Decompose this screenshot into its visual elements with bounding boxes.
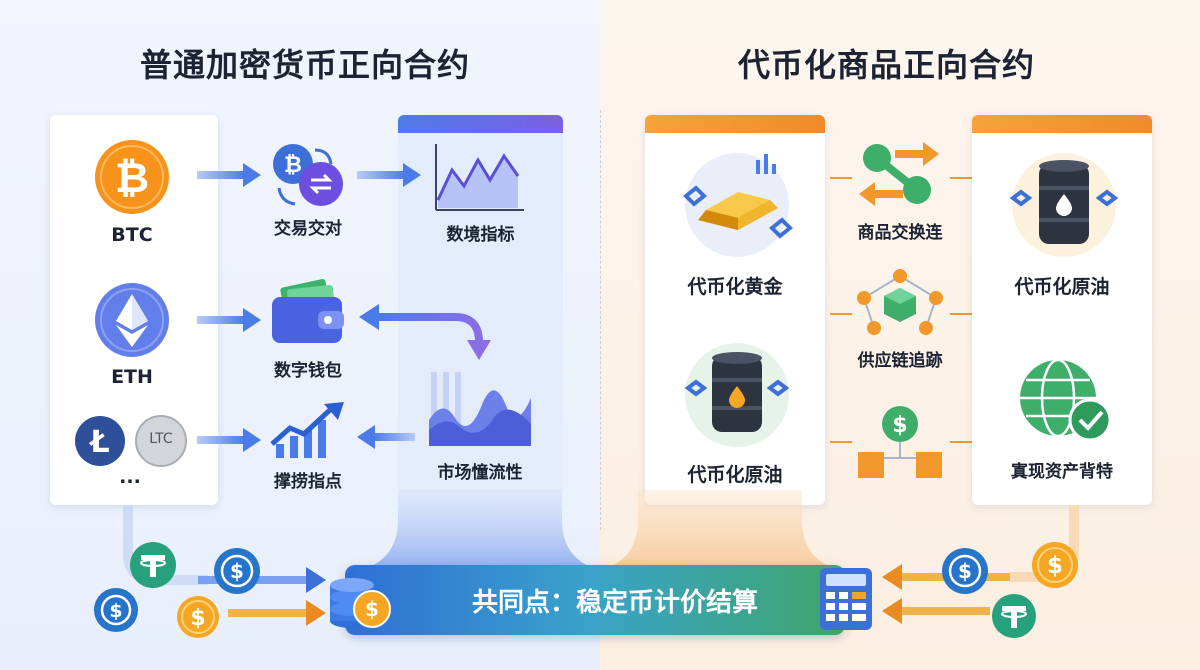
area-chart-icon	[429, 372, 531, 446]
svg-text:₿: ₿	[115, 153, 149, 202]
dollar-coin-icon: $	[177, 596, 219, 638]
svg-text:$: $	[190, 606, 205, 631]
left-title: 普通加密货币正向合约	[140, 46, 471, 84]
metrics-column-bar	[398, 115, 563, 133]
svg-text:Ł: Ł	[88, 425, 109, 460]
oil-barrel-icon	[1009, 153, 1119, 257]
svg-text:$: $	[109, 600, 122, 622]
middle-label-swap: 商品交换连	[857, 223, 943, 243]
liquidity-label: 市场憧流性	[437, 463, 523, 483]
right-title: 代币化商品正向合约	[738, 46, 1036, 84]
asset-label-gold: 代币化黄金	[687, 276, 783, 298]
swap-nodes-icon	[859, 142, 939, 206]
asset-label-oil: 代币化原油	[687, 464, 783, 486]
arrow-right-icon	[197, 163, 261, 187]
trend-up-icon	[270, 402, 344, 458]
network-icon	[857, 269, 943, 335]
ethereum-icon	[95, 283, 169, 357]
coin-label-ltc: LTC	[149, 431, 173, 447]
middle-label-supply: 供应链追跡	[857, 351, 943, 371]
center-divider	[600, 110, 601, 530]
left-funnel	[360, 490, 600, 570]
dollar-network-icon: $	[858, 406, 942, 478]
tether-icon	[992, 594, 1036, 638]
coin-label-eth: ETH	[111, 366, 153, 388]
gold-bar-icon	[683, 153, 793, 257]
usdc-icon: $	[214, 548, 260, 594]
wallet-icon	[272, 279, 344, 343]
dollar-coin-icon: $	[1032, 542, 1078, 588]
more-coins: ...	[119, 466, 141, 488]
svg-text:$: $	[892, 413, 907, 438]
arrow-right-icon	[357, 163, 421, 187]
middle-label-exchange: 交易交对	[274, 219, 342, 239]
middle-label-trend: 撑捞指点	[274, 472, 342, 492]
side-label-oil: 代币化原油	[1014, 276, 1110, 298]
usdc-icon: $	[94, 588, 138, 632]
exchange-coins-icon: ₿	[273, 144, 343, 206]
line-chart-icon	[435, 144, 524, 211]
oil-barrel-icon	[684, 343, 790, 447]
globe-check-icon	[1020, 358, 1112, 442]
svg-text:$: $	[365, 597, 379, 621]
curved-arrow-icon	[359, 304, 491, 360]
coin-stack-icon: $	[330, 578, 391, 628]
calculator-icon	[820, 568, 872, 630]
common-point-text: 共同点：稳定币计价结算	[471, 588, 758, 618]
svg-text:$: $	[1047, 553, 1063, 579]
tether-icon	[130, 542, 176, 588]
connector-lines	[830, 177, 972, 443]
right-funnel	[600, 490, 840, 570]
svg-text:₿: ₿	[284, 153, 302, 178]
metrics-label: 数境指标	[446, 225, 515, 245]
arrow-right-icon	[197, 428, 261, 452]
middle-label-wallet: 数字钱包	[274, 361, 342, 381]
usdc-icon: $	[942, 548, 988, 594]
litecoin-icon: Ł	[75, 416, 125, 466]
common-point-banner: 共同点：稳定币计价结算	[345, 565, 845, 635]
bitcoin-icon: ₿	[95, 140, 169, 214]
svg-text:$: $	[230, 559, 244, 583]
arrow-right-icon	[197, 308, 261, 332]
litecoin-grey-icon	[135, 415, 187, 467]
side-label-backed: 寘现资产背特	[1011, 462, 1113, 482]
svg-text:$: $	[958, 559, 972, 583]
coin-label-btc: BTC	[111, 224, 153, 246]
arrow-left-icon	[357, 425, 415, 449]
